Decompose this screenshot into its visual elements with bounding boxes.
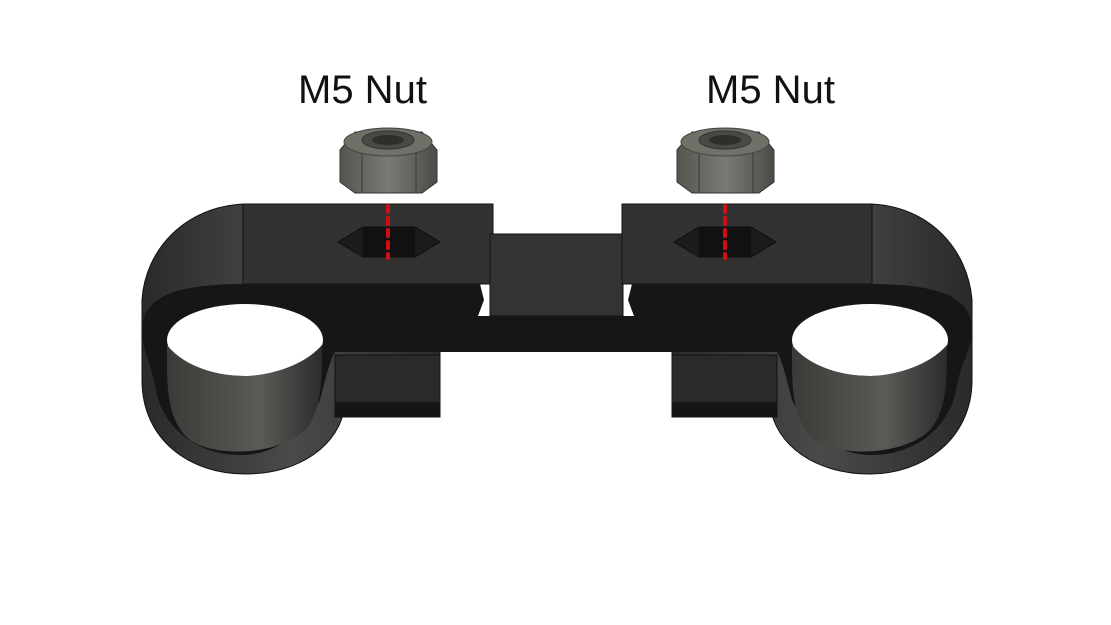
right-clamp: [621, 203, 973, 475]
nut-label-left: M5 Nut: [298, 68, 427, 112]
m5-nut-right: [676, 127, 775, 194]
nut-label-right: M5 Nut: [706, 68, 835, 112]
m5-nut-left: [339, 127, 438, 194]
left-clamp: [141, 203, 494, 475]
